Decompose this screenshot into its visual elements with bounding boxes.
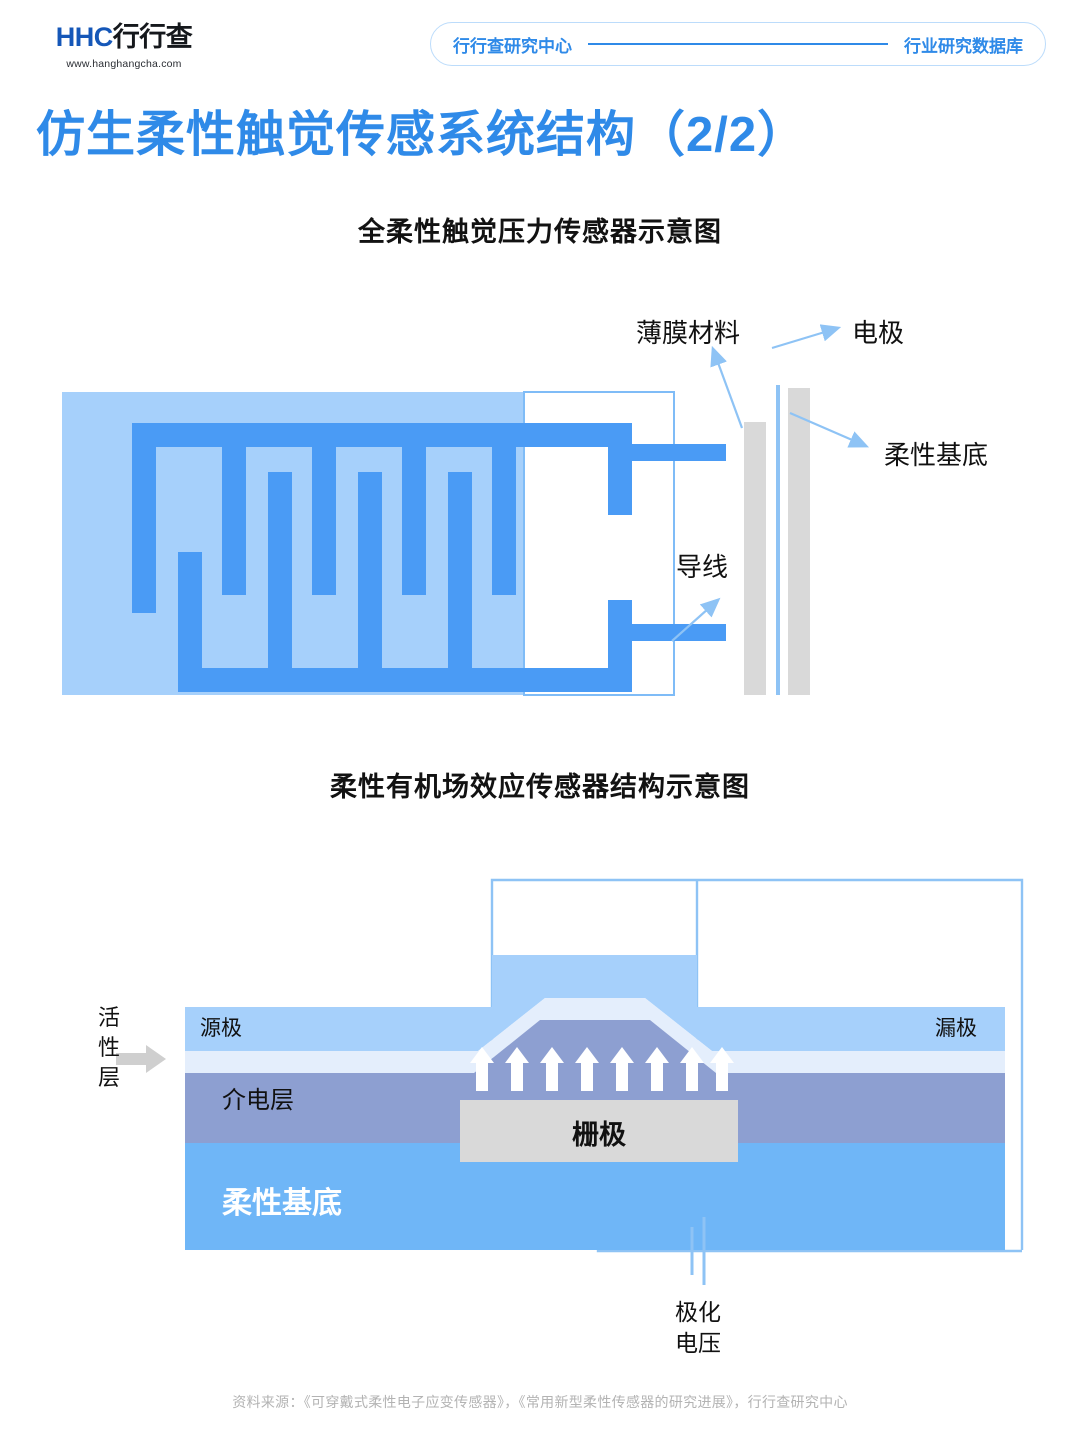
- page-header: HHC行行查 www.hanghangcha.com 行行查研究中心 行业研究数…: [0, 0, 1080, 86]
- svg-text:性: 性: [98, 1035, 120, 1060]
- fig2-gate-block-overlay: [460, 1100, 738, 1162]
- figure-pressure-sensor: 薄膜材料 电极 柔性基底 导线: [0, 300, 1080, 730]
- banner-divider-line: [588, 43, 888, 45]
- fig2-capacitor-symbol: [690, 1217, 706, 1285]
- fig2-active-layer-arrow: [116, 1045, 166, 1073]
- field-arrow: [680, 1047, 704, 1091]
- field-arrow: [540, 1047, 564, 1091]
- label-polarization-voltage-line2: 电压: [675, 1330, 721, 1356]
- label-active-layer: 活 性 层: [98, 1005, 120, 1090]
- field-arrow: [645, 1047, 669, 1091]
- field-arrow: [575, 1047, 599, 1091]
- header-banner: 行行查研究中心 行业研究数据库: [430, 22, 1046, 66]
- label-electrode: 电极: [852, 318, 904, 348]
- logo-text: HHC行行查: [34, 24, 214, 51]
- label-gate: 栅极: [572, 1120, 626, 1150]
- figure-field-effect-sensor: 源极 漏极 介电层 栅极 柔性基底 活 性 层 极化 电压: [0, 855, 1080, 1365]
- svg-text:层: 层: [98, 1065, 120, 1090]
- logo-latin: HHC: [55, 22, 114, 52]
- fig1-electrode-line: [776, 385, 780, 695]
- label-flexible-substrate-2: 柔性基底: [222, 1187, 342, 1220]
- field-arrow: [610, 1047, 634, 1091]
- fig2-dielectric-layer: [185, 1020, 1005, 1143]
- fig2-active-layer: [185, 998, 1005, 1073]
- section-title-field-effect-sensor: 柔性有机场效应传感器结构示意图: [330, 772, 750, 802]
- brand-logo[interactable]: HHC行行查 www.hanghangcha.com: [34, 24, 214, 71]
- section-title-pressure-sensor: 全柔性触觉压力传感器示意图: [358, 217, 722, 247]
- logo-url: www.hanghangcha.com: [66, 58, 182, 70]
- label-source: 源极: [200, 1017, 242, 1040]
- arrow-to-film-material: [710, 345, 744, 429]
- fig1-lead-wires: [608, 444, 726, 641]
- fig1-substrate-bar: [788, 388, 810, 695]
- fig1-interdigitated-electrodes: [132, 423, 632, 692]
- field-arrow: [710, 1047, 734, 1091]
- label-polarization-voltage-line1: 极化: [675, 1299, 721, 1325]
- label-wire: 导线: [676, 552, 728, 582]
- fig1-callout-arrows: [671, 324, 870, 642]
- fig1-film-bar: [744, 422, 766, 695]
- fig2-source-drain-layer: [185, 955, 1005, 1051]
- arrow-to-electrode: [771, 324, 842, 350]
- logo-chinese: 行行查: [112, 22, 193, 52]
- svg-text:活: 活: [98, 1005, 120, 1030]
- field-arrow: [470, 1047, 494, 1091]
- label-film-material: 薄膜材料: [636, 318, 740, 348]
- arrow-to-flexible-substrate: [789, 411, 870, 448]
- page-title: 仿生柔性触觉传感系统结构（2/2）: [36, 108, 808, 162]
- label-dielectric-layer: 介电层: [222, 1087, 294, 1114]
- banner-left-label: 行行查研究中心: [453, 36, 572, 56]
- arrow-to-wire: [671, 597, 721, 642]
- footer-source: 资料来源：《可穿戴式柔性电子应变传感器》，《常用新型柔性传感器的研究进展》，行行…: [232, 1394, 848, 1410]
- label-flexible-substrate: 柔性基底: [884, 440, 988, 470]
- fig2-field-arrows: [470, 1047, 734, 1091]
- banner-right-label: 行业研究数据库: [904, 36, 1023, 56]
- label-drain: 漏极: [935, 1017, 977, 1040]
- field-arrow: [505, 1047, 529, 1091]
